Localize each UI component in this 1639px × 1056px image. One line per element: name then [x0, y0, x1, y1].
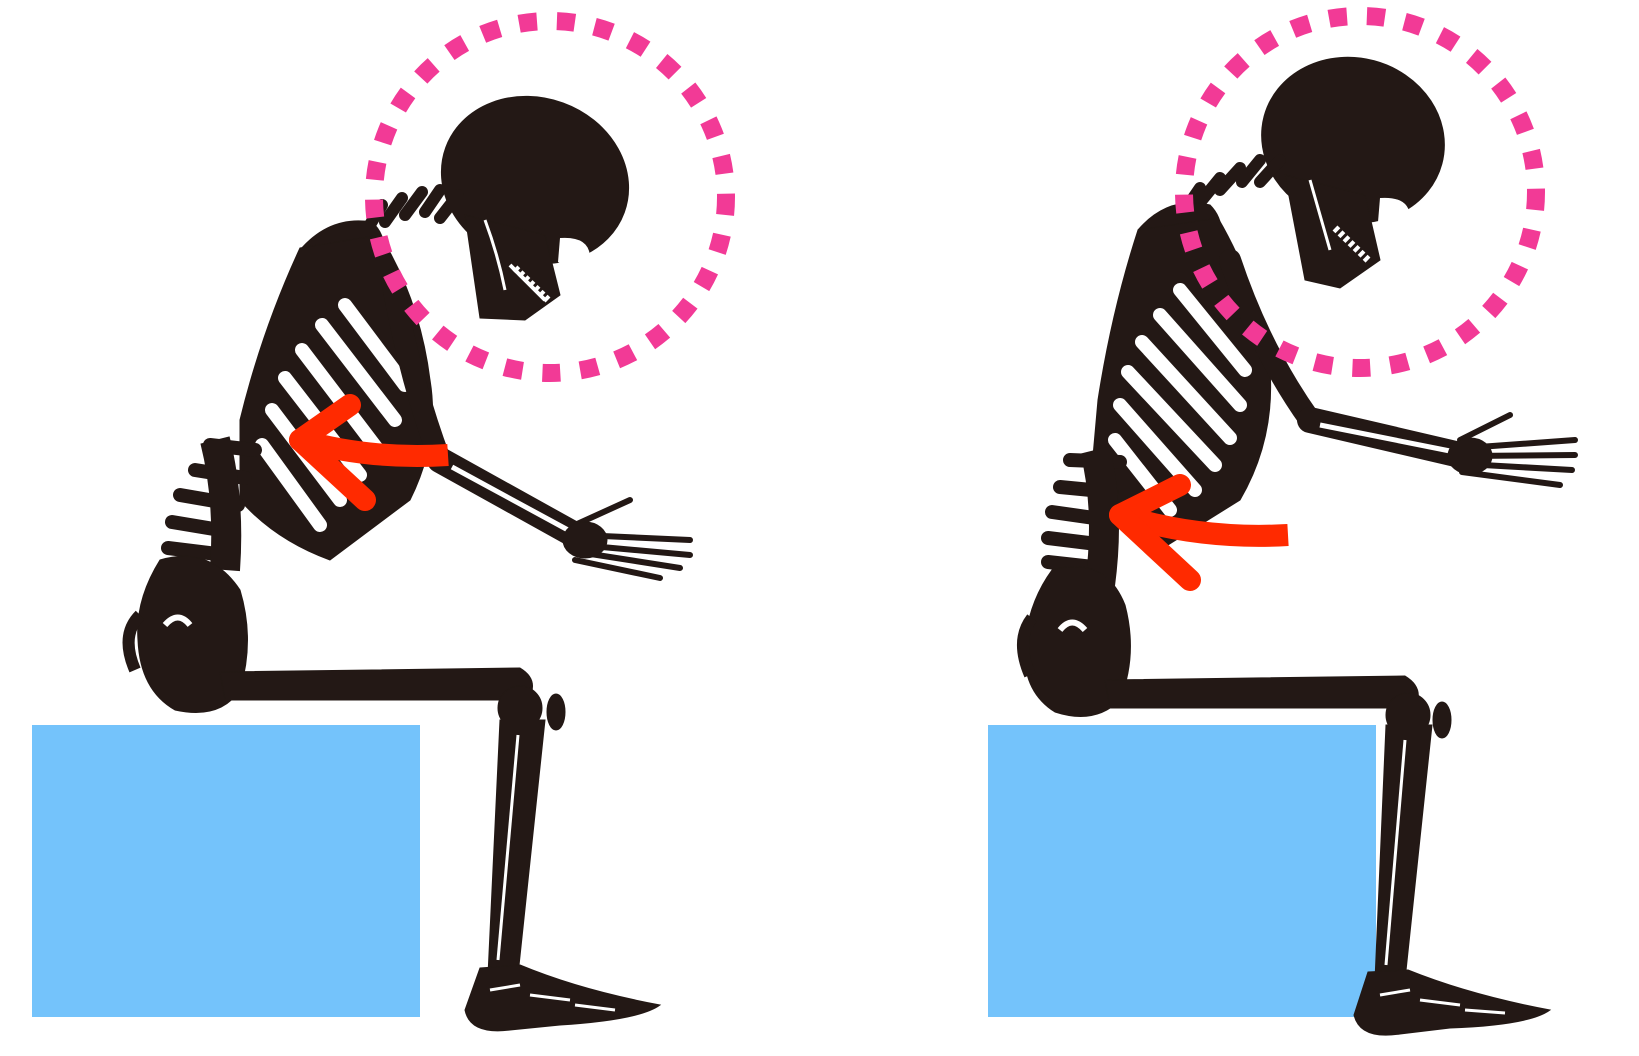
figure-left-slouched: [0, 0, 820, 1056]
figure-right-forward-head: [820, 0, 1639, 1056]
femur-right: [1105, 676, 1418, 708]
figure-right-svg: [820, 0, 1639, 1056]
stool-right: [988, 725, 1376, 1017]
figure-left-svg: [0, 0, 820, 1056]
neck-vertebrae-right: [1185, 160, 1280, 210]
stool-left: [32, 725, 420, 1017]
femur-left: [220, 668, 533, 700]
